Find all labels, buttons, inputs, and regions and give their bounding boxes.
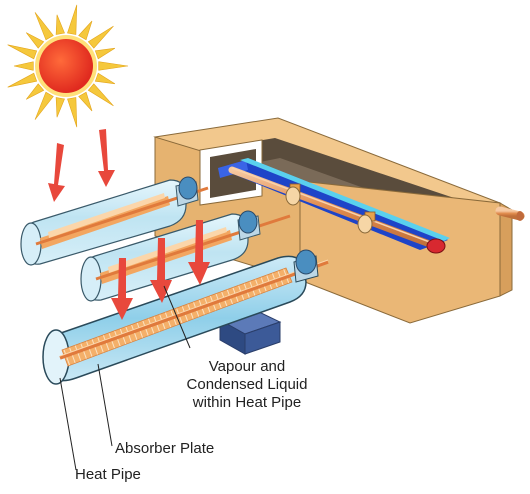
- heat-pipe: [59, 260, 329, 360]
- sun-ray: [55, 14, 65, 35]
- sun-arrow-1: [48, 143, 65, 202]
- label-vapour-line3: within Heat Pipe: [192, 394, 302, 411]
- sun-ray: [34, 91, 54, 120]
- sun-ray: [55, 97, 65, 118]
- label-vapour-line1: Vapour and: [208, 358, 286, 375]
- sun-ray: [78, 91, 93, 112]
- sun-arrow-2: [98, 129, 115, 187]
- leader-lines: [59, 285, 191, 471]
- label-vapour: Vapour and Condensed Liquid within Heat …: [172, 358, 322, 412]
- sun-ray: [94, 72, 116, 85]
- sun-ray: [98, 61, 129, 71]
- sun-ray: [13, 61, 34, 71]
- label-absorber-plate: Absorber Plate: [115, 440, 215, 457]
- sun-ray: [25, 32, 45, 49]
- label-vapour-line2: Condensed Liquid: [186, 376, 308, 393]
- sun-ray: [67, 4, 78, 35]
- tube-arrow-3: [188, 220, 210, 285]
- sun-icon: [7, 4, 129, 128]
- sun-ray: [87, 25, 114, 49]
- sun-ray: [67, 97, 78, 128]
- sun-ray: [94, 47, 116, 60]
- label-heat-pipe: Heat Pipe: [75, 466, 141, 483]
- manifold-channel: [218, 158, 525, 254]
- leader-heat-pipe: [59, 377, 77, 471]
- leader-vapour: [163, 285, 191, 349]
- tube-arrow-2: [150, 238, 172, 303]
- evacuated-tube-1: [20, 176, 209, 266]
- sun-ray: [7, 44, 38, 60]
- sun-ray: [7, 72, 38, 88]
- sun-ray: [87, 83, 114, 107]
- sun-ray: [34, 12, 54, 41]
- sunlight-arrows: [48, 129, 115, 202]
- sun-ray: [78, 20, 93, 41]
- sun-ray: [25, 83, 45, 100]
- heat-arrows: [111, 220, 210, 320]
- leader-absorber: [97, 363, 113, 447]
- tube-arrow-1: [111, 258, 133, 320]
